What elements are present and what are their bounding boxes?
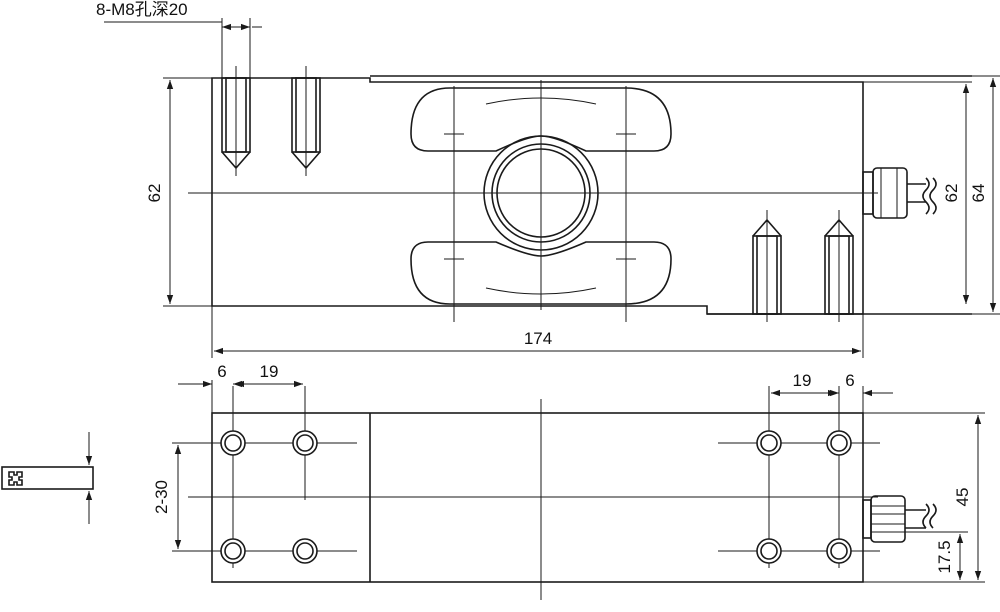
side-view: 8-M8孔深20 62 62 64 174 xyxy=(96,0,1000,358)
dim-side-height-left: 62 xyxy=(145,184,164,203)
bore-outer xyxy=(483,135,599,251)
threaded-hole-top-2 xyxy=(291,66,321,176)
mounting-hole-7 xyxy=(756,538,782,564)
end-view-profile xyxy=(8,471,23,486)
mounting-hole-4 xyxy=(292,538,318,564)
mounting-hole-8 xyxy=(826,538,852,564)
threaded-hole-top-1 xyxy=(221,66,251,176)
dim-top-spacing-left: 19 xyxy=(260,362,279,381)
bore-middle xyxy=(491,143,591,243)
dim-cable-offset: 17.5 xyxy=(935,540,954,573)
end-view-bar xyxy=(1,466,94,490)
side-view-body xyxy=(211,77,864,315)
dim-top-spacing-right: 19 xyxy=(793,371,812,390)
dim-top-offset-right: 6 xyxy=(845,371,854,390)
cable-gland-side xyxy=(862,167,937,219)
mounting-hole-1 xyxy=(220,430,246,456)
dim-side-height-right-outer: 64 xyxy=(969,184,988,203)
threaded-hole-bottom-1 xyxy=(752,210,782,322)
dim-width: 45 xyxy=(953,488,972,507)
cable-gland-top xyxy=(862,495,937,543)
threaded-hole-bottom-2 xyxy=(824,210,854,322)
mounting-hole-2 xyxy=(292,430,318,456)
mounting-hole-6 xyxy=(826,430,852,456)
top-view: 6 19 19 6 2-30 45 17.5 xyxy=(152,362,985,600)
mounting-hole-5 xyxy=(756,430,782,456)
dim-length: 174 xyxy=(524,329,552,348)
dim-top-offset-left: 6 xyxy=(217,362,226,381)
bore-inner xyxy=(496,148,586,238)
hole-note-label: 8-M8孔深20 xyxy=(96,0,188,19)
dim-side-height-right-inner: 62 xyxy=(942,184,961,203)
mounting-hole-3 xyxy=(220,538,246,564)
dim-hole-row-spacing: 2-30 xyxy=(152,480,171,514)
end-view xyxy=(1,432,94,524)
